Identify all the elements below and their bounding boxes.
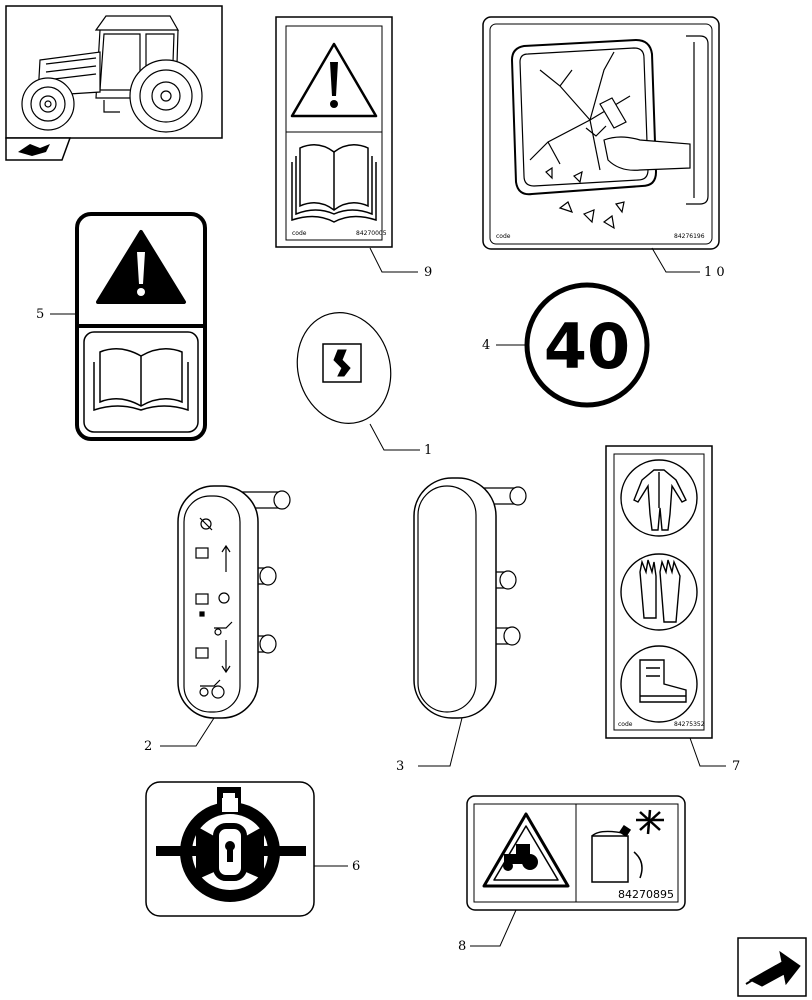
callout-3: 3 (396, 759, 404, 774)
callout-7: 7 (732, 759, 740, 774)
callout-1: 1 (424, 443, 432, 458)
decal-9: code 84270005 (275, 16, 393, 248)
decal-4: 40 (524, 282, 650, 408)
callout-9: 9 (424, 265, 432, 280)
callout-5: 5 (36, 307, 44, 322)
part-1 (296, 312, 392, 424)
warning-triangle-icon (96, 230, 186, 304)
coverall-icon (620, 459, 698, 537)
leader-lines (50, 247, 726, 947)
tractor-warning-icon (482, 812, 570, 888)
decal-6 (145, 781, 315, 917)
callout-8: 8 (458, 939, 466, 954)
lock-icon (156, 787, 306, 902)
warning-triangle-icon (290, 42, 378, 118)
manual-book-icon (93, 348, 189, 412)
decal-8: 84270895 (466, 795, 686, 911)
decal-7-brand: code (618, 721, 633, 728)
callout-6: 6 (352, 859, 360, 874)
decal-9-part-number: 84270005 (356, 230, 387, 237)
next-page-arrow-icon[interactable] (737, 937, 807, 997)
callout-4: 4 (482, 338, 490, 353)
decal-10-brand: code (496, 233, 511, 240)
decal-7: code 84275352 (605, 445, 713, 739)
switch-icons (195, 517, 233, 699)
manual-book-icon (291, 144, 377, 223)
decal-10-part-number: 84276196 (674, 233, 705, 240)
guard-icon (591, 809, 664, 883)
callout-2: 2 (144, 739, 152, 754)
decal-10: code 84276196 (482, 16, 720, 250)
part-2 (177, 485, 291, 719)
callout-10: 1 0 (704, 265, 725, 280)
tractor-thumbnail (5, 5, 223, 139)
tractor-thumbnail-icon (21, 15, 203, 133)
gloves-icon (620, 553, 698, 631)
page-nav-icon[interactable] (5, 137, 72, 161)
decal-8-part-number: 84270895 (618, 888, 674, 901)
speed-limit-number: 40 (544, 310, 630, 383)
decal-5 (75, 212, 207, 441)
broken-window-icon (510, 35, 709, 230)
decal-7-part-number: 84275352 (674, 721, 705, 728)
part-3 (413, 477, 527, 719)
boot-icon (620, 645, 698, 723)
decal-9-brand: code (292, 230, 307, 237)
